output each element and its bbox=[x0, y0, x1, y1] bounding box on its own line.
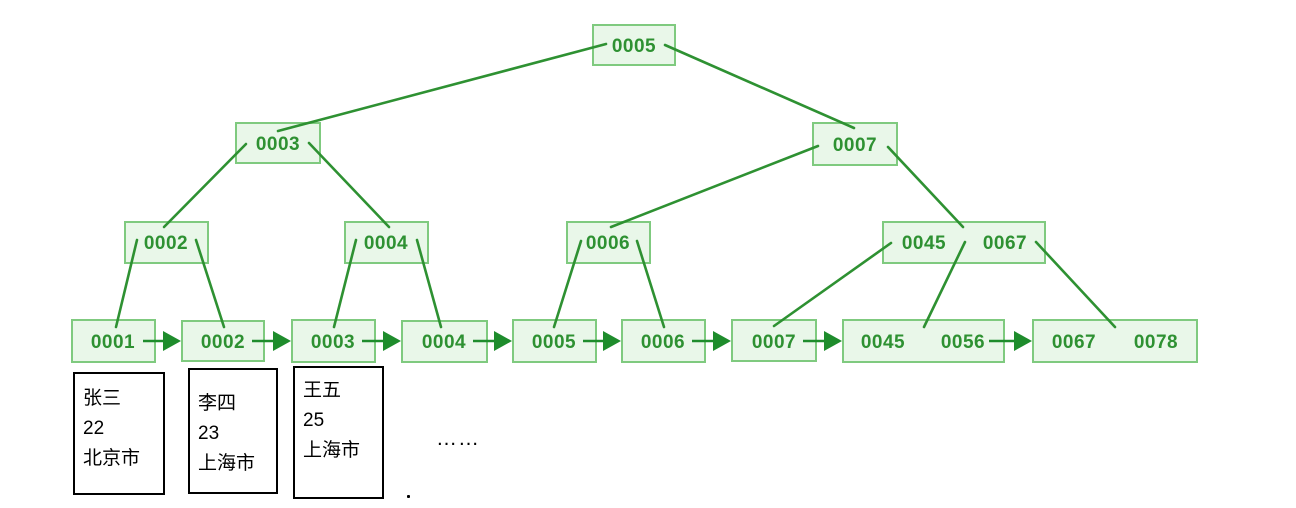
key-leaf-0078: 0078 bbox=[1134, 332, 1178, 353]
record-field-name: 王五 bbox=[303, 380, 342, 401]
box-l3-0002 bbox=[124, 221, 209, 264]
record-card-1: 张三 22 北京市 bbox=[73, 372, 165, 495]
arrow-head bbox=[713, 331, 731, 351]
key-l3-0006: 0006 bbox=[586, 233, 630, 254]
tree-edge-0007-0006 bbox=[609, 144, 820, 229]
box-l3-0004 bbox=[344, 221, 429, 264]
key-l3-0067: 0067 bbox=[983, 233, 1027, 254]
key-l3-0002: 0002 bbox=[144, 233, 188, 254]
record-field-age: 25 bbox=[303, 410, 325, 431]
tree-edge-0004-leaf0003 bbox=[332, 238, 358, 329]
record-field-city: 北京市 bbox=[83, 448, 141, 469]
tree-edges bbox=[114, 42, 1117, 329]
key-leaf-0007: 0007 bbox=[752, 332, 796, 353]
tree-edge-0003-0002 bbox=[162, 142, 248, 229]
arrow-head bbox=[273, 331, 291, 351]
record-card-2: 李四 23 上海市 bbox=[188, 368, 278, 494]
key-leaf-0056: 0056 bbox=[941, 332, 985, 353]
box-leaf-0001 bbox=[71, 319, 156, 363]
key-leaf-0003: 0003 bbox=[311, 332, 355, 353]
tree-edge-0067-leaf0067 bbox=[1034, 240, 1117, 329]
record-field-name: 李四 bbox=[198, 393, 237, 414]
leaf-link-arrow-1 bbox=[143, 331, 181, 351]
leaf-link-arrow-6 bbox=[692, 331, 731, 351]
key-leaf-0067: 0067 bbox=[1052, 332, 1096, 353]
leaf-link-arrow-3 bbox=[362, 331, 401, 351]
key-leaf-0045: 0045 bbox=[861, 332, 905, 353]
record-field-city: 上海市 bbox=[198, 453, 256, 474]
arrow-head bbox=[603, 331, 621, 351]
key-l2-0003: 0003 bbox=[256, 134, 300, 155]
node-labels: 0005 0003 0007 0002 0004 0006 0045 0067 … bbox=[91, 36, 1178, 353]
tree-edge-0045-leaf0045 bbox=[922, 240, 967, 329]
record-field-age: 22 bbox=[83, 418, 105, 439]
arrow-head bbox=[494, 331, 512, 351]
node-boxes bbox=[71, 24, 1198, 363]
tree-edge-0003-0004 bbox=[307, 141, 391, 229]
tree-edge-0006-leaf0005 bbox=[552, 239, 583, 329]
box-leaf-0006 bbox=[621, 319, 706, 363]
leaf-link-arrow-2 bbox=[252, 331, 291, 351]
box-l2-0007 bbox=[812, 122, 898, 166]
record-field-city: 上海市 bbox=[303, 440, 361, 461]
record-card-3: 王五 25 上海市 bbox=[293, 366, 384, 499]
leaf-link-arrow-7 bbox=[803, 331, 842, 351]
leaf-link-arrow-5 bbox=[583, 331, 621, 351]
tree-edge-0002-leaf0001 bbox=[114, 238, 139, 329]
tree-edge-0045-leaf0007 bbox=[772, 241, 893, 328]
tree-edge-0006-leaf0006 bbox=[635, 239, 666, 329]
stray-dot bbox=[407, 495, 410, 498]
key-leaf-0002: 0002 bbox=[201, 332, 245, 353]
ellipsis-text: …… bbox=[436, 427, 480, 450]
tree-edge-0002-leaf0002 bbox=[194, 238, 226, 329]
leaf-link-arrow-4 bbox=[473, 331, 512, 351]
box-leaf-0002 bbox=[181, 320, 265, 362]
key-l3-0045: 0045 bbox=[902, 233, 946, 254]
key-root: 0005 bbox=[612, 36, 656, 57]
arrow-head bbox=[1014, 331, 1032, 351]
tree-edge-root-0003 bbox=[276, 42, 608, 133]
arrow-head bbox=[163, 331, 181, 351]
key-l3-0004: 0004 bbox=[364, 233, 408, 254]
leaf-link-arrows bbox=[143, 331, 1032, 351]
tree-edge-0004-leaf0004 bbox=[415, 238, 443, 329]
key-l2-0007: 0007 bbox=[833, 135, 877, 156]
key-leaf-0006: 0006 bbox=[641, 332, 685, 353]
key-leaf-0005: 0005 bbox=[532, 332, 576, 353]
record-field-age: 23 bbox=[198, 423, 220, 444]
arrow-head bbox=[383, 331, 401, 351]
arrow-head bbox=[824, 331, 842, 351]
tree-edge-root-0007 bbox=[663, 43, 856, 130]
key-leaf-0004: 0004 bbox=[422, 332, 466, 353]
tree-edge-0007-0045 bbox=[886, 145, 965, 229]
record-field-name: 张三 bbox=[83, 388, 122, 409]
key-leaf-0001: 0001 bbox=[91, 332, 135, 353]
leaf-link-arrow-8 bbox=[989, 331, 1032, 351]
